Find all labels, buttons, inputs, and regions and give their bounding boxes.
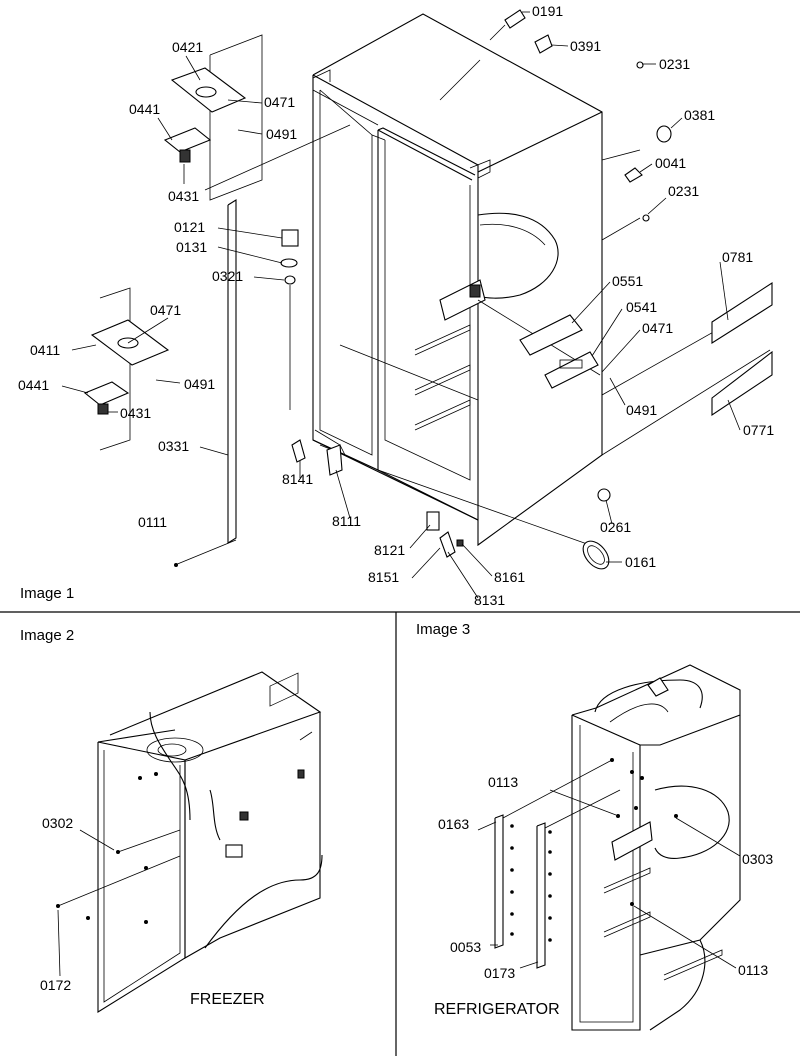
callout-8111: 8111 xyxy=(332,513,361,529)
callout-0113: 0113 xyxy=(488,774,518,790)
callout-0541: 0541 xyxy=(626,299,657,315)
callout-0441: 0441 xyxy=(129,101,160,117)
callout-0391: 0391 xyxy=(570,38,601,54)
rail-screws xyxy=(510,824,552,942)
callout-8161: 8161 xyxy=(494,569,525,585)
callout-0421: 0421 xyxy=(172,39,203,55)
panel-dividers xyxy=(0,611,800,1056)
callout-0471: 0471 xyxy=(642,320,673,336)
callout-0121: 0121 xyxy=(174,219,205,235)
callout-0491: 0491 xyxy=(626,402,657,418)
callout-0411: 0411 xyxy=(30,342,60,358)
image2-caption: Image 2 xyxy=(20,627,74,644)
callout-0302: 0302 xyxy=(42,815,73,831)
callout-8131: 8131 xyxy=(474,592,505,608)
refrigerator-title: REFRIGERATOR xyxy=(434,1001,560,1018)
callout-0172: 0172 xyxy=(40,977,71,993)
callout-0053: 0053 xyxy=(450,939,481,955)
callout-0331: 0331 xyxy=(158,438,189,454)
callout-0231: 0231 xyxy=(668,183,699,199)
callout-0431: 0431 xyxy=(168,188,199,204)
callout-0191: 0191 xyxy=(532,3,563,19)
callout-0261: 0261 xyxy=(600,519,631,535)
callout-0471: 0471 xyxy=(264,94,295,110)
callout-0321: 0321 xyxy=(212,268,243,284)
callout-8121: 8121 xyxy=(374,542,405,558)
callout-0113: 0113 xyxy=(738,962,768,978)
image1-callouts: 0191 0391 0231 0381 0041 0231 0421 0471 … xyxy=(18,3,774,608)
freezer-title: FREEZER xyxy=(190,991,265,1008)
callout-0491: 0491 xyxy=(184,376,215,392)
callout-0041: 0041 xyxy=(655,155,686,171)
callout-0491: 0491 xyxy=(266,126,297,142)
callout-0441: 0441 xyxy=(18,377,49,393)
callout-0771: 0771 xyxy=(743,422,774,438)
image1-cabinet-drawing xyxy=(83,9,773,570)
callout-8141: 8141 xyxy=(282,471,313,487)
callout-0231: 0231 xyxy=(659,56,690,72)
callout-0303: 0303 xyxy=(742,851,773,867)
callout-0173: 0173 xyxy=(484,965,515,981)
callout-0471: 0471 xyxy=(150,302,181,318)
callout-0111: 0111 xyxy=(138,514,167,530)
callout-0163: 0163 xyxy=(438,816,469,832)
image3-refrigerator-drawing xyxy=(477,664,741,1031)
callout-0131: 0131 xyxy=(176,239,207,255)
image3-labels: Image 3 0113 0163 0303 0053 0173 0113 RE… xyxy=(416,621,773,1018)
image1-leader-lines xyxy=(61,11,741,599)
image1-caption: Image 1 xyxy=(20,585,74,602)
callout-0551: 0551 xyxy=(612,273,643,289)
callout-0431: 0431 xyxy=(120,405,151,421)
image3-caption: Image 3 xyxy=(416,621,470,638)
image2-labels: Image 2 0302 0172 FREEZER xyxy=(20,627,265,1008)
callout-8151: 8151 xyxy=(368,569,399,585)
callout-0781: 0781 xyxy=(722,249,753,265)
callout-0161: 0161 xyxy=(625,554,656,570)
image2-freezer-drawing xyxy=(56,671,323,1013)
callout-0381: 0381 xyxy=(684,107,715,123)
